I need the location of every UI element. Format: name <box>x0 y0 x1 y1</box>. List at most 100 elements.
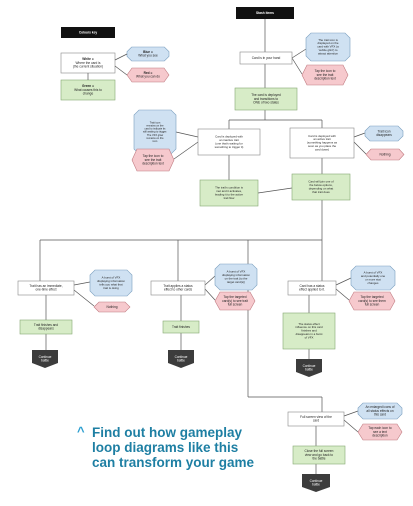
node-close-full-screen-text-line: Close the full screen <box>305 449 334 453</box>
key-blue-text-line: What you see <box>138 54 158 58</box>
node-active-trait-text-line: (something happens as <box>307 141 338 145</box>
caption-line-2: loop diagrams like this <box>92 440 239 455</box>
node-condition-met-text-line: trait flow <box>224 196 236 200</box>
node-status-to-others-shape <box>150 280 206 296</box>
node-trait-icon-displayed-text-line: card with VFX (a <box>317 45 339 49</box>
node-full-screen-view-shape <box>287 411 345 427</box>
connector-line <box>204 275 216 286</box>
node-vfx-burst-2-text-line: on the trait (to the <box>225 276 248 280</box>
node-status-finishes-text-line: influence on this card <box>295 325 323 329</box>
node-card-options-text-line: the below options, <box>309 183 332 187</box>
node-close-full-screen-text-line: view and go back to <box>305 453 333 457</box>
key-red-text-line: What you can do <box>136 75 160 79</box>
key-title: Colours key <box>61 27 115 38</box>
node-vfx-burst-2-text-line: target card(s)) <box>227 280 245 284</box>
node-tap-each-icon-text-line: see a text <box>373 430 387 434</box>
key-green-text-line: Green = <box>82 84 94 88</box>
node-trait-icon-remains-text-line: The VFX glow <box>147 133 163 137</box>
key-connector <box>114 53 128 61</box>
node-vfx-burst-3-text-line: and potentially one <box>361 274 386 278</box>
node-immediate-effect-text-line: one-time effect <box>35 288 56 292</box>
node-inactive-trait-text-line: (one that's waiting for <box>215 141 242 145</box>
node-tap-trait-icon-2-text-line: description text <box>142 162 164 166</box>
connector-line <box>175 131 199 138</box>
node-fullscreen-icons-text-line: An enlarged icons of <box>365 405 394 409</box>
connector-line <box>343 410 359 417</box>
node-inactive-trait-text-line: an inactive trait <box>219 138 239 142</box>
node-card-deployed-text-line: and transitions to <box>254 97 279 101</box>
node-continue-4-shape <box>302 474 330 492</box>
node-vfx-burst-1-text-line: trait is doing <box>103 286 119 290</box>
node-vfx-burst-1-text-line: A burst of VFX <box>102 276 121 280</box>
node-continue-3-shape <box>296 359 322 377</box>
node-fullscreen-icons-shape <box>357 402 403 420</box>
node-close-full-screen-shape <box>292 445 346 465</box>
node-active-trait-text-line: card down) <box>315 148 329 152</box>
node-condition-met-text-line: The trait's condition is <box>215 186 243 190</box>
node-tap-trait-icon-1-text-line: description text <box>314 77 336 81</box>
node-full-screen-view-text-line: Full screen view of the <box>300 415 332 419</box>
node-trait-icon-remains-text-line: still waiting to trigger. <box>143 130 167 134</box>
node-nothing-2: Nothing <box>93 301 131 313</box>
connector-line <box>291 48 307 59</box>
node-continue-2-text-line: Continue <box>175 355 188 359</box>
diagram-connectors <box>39 19 367 474</box>
node-card-deployed-shape <box>234 87 298 111</box>
node-tap-trait-icon-1-text-line: see the trait <box>317 73 334 77</box>
node-continue-2-shape <box>168 350 194 368</box>
caret-up-icon: ^ <box>77 424 85 439</box>
node-card-deployed-text-line: The card is deployed <box>251 93 281 97</box>
node-tap-targeted-1-text-line: card(s) to see trait <box>222 299 248 303</box>
node-inactive-trait-text-line: something to trigger it) <box>215 145 244 149</box>
node-close-full-screen-text-line: the battle <box>312 457 325 461</box>
node-trait-icon-displayed-text-line: displayed on the <box>317 41 338 45</box>
node-vfx-burst-3-text-line: or more stat <box>365 277 381 281</box>
node-active-trait-text-line: soon as you place the <box>308 144 337 148</box>
node-vfx-burst-1-text-line: displaying information <box>97 279 125 283</box>
node-trait-icon-disappears-text-line: Trait icon <box>378 129 391 133</box>
node-continue-4-text-line: Continue <box>310 479 323 483</box>
node-tap-targeted-2-text-line: full screen <box>365 303 380 307</box>
node-tap-targeted-2-text-line: card(s) to see them <box>358 299 386 303</box>
key-title-shape <box>61 27 115 38</box>
key-blue-shape <box>126 46 170 62</box>
node-trait-icon-remains-text-line: remains on the <box>146 136 164 140</box>
node-continue-1-text-line: Continue <box>39 355 52 359</box>
node-continue-3-text-line: Continue <box>303 364 316 368</box>
node-start-shape <box>236 7 294 19</box>
node-tap-targeted-1-shape <box>214 291 256 311</box>
node-trait-icon-displayed-text-line: The trait icon is <box>318 38 338 42</box>
key-white-text-line: White = <box>82 57 94 61</box>
key-green-text-line: What causes this to <box>74 88 102 92</box>
article-caption: ^ Find out how gameplay loop diagrams li… <box>77 424 262 470</box>
node-inactive-trait-text-line: Card is deployed with <box>215 135 243 139</box>
node-vfx-burst-3-text-line: A burst of VFX <box>364 271 383 275</box>
node-continue-4-text-line: battle <box>312 483 320 487</box>
node-card-options-text-line: that trait does <box>312 190 330 194</box>
connector-line <box>73 289 95 307</box>
node-inactive-trait-shape <box>197 128 261 156</box>
node-tap-targeted-1-text-line: full screen <box>228 303 243 307</box>
node-tap-trait-icon-2-text-line: Tap the icon to <box>143 154 164 158</box>
key-blue: Blue =What you see <box>126 46 170 62</box>
key-white: White =Where the card is(the current sit… <box>60 52 116 74</box>
node-immediate-effect-shape <box>17 280 75 296</box>
node-vfx-burst-2-text-line: displaying information <box>222 273 250 277</box>
node-status-self-text-line: Card has a status <box>300 284 325 288</box>
node-nothing-1-text-line: Nothing <box>380 152 391 156</box>
